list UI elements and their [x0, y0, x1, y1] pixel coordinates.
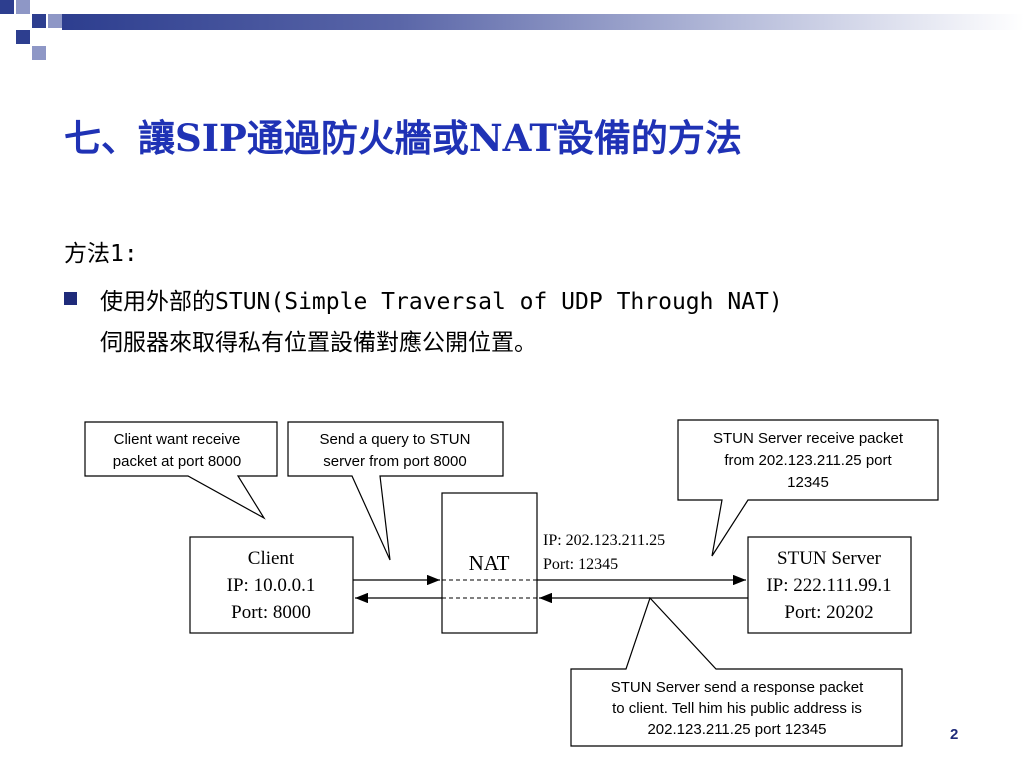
callout-query-line1: Send a query to STUN [320, 431, 471, 448]
stun-server-box [747, 536, 912, 634]
method-label: 方法1: [64, 241, 138, 267]
bullet-text-line2: 伺服器來取得私有位置設備對應公開位置。 [100, 330, 537, 356]
callout-stun-receive-line2: from 202.123.211.25 port [724, 452, 892, 469]
header-gradient-bar [62, 14, 1024, 30]
deco-square [16, 0, 30, 14]
client-port: Port: 8000 [231, 602, 311, 623]
callout-stun-receive-shape [677, 419, 939, 557]
callout-client-shape [84, 421, 278, 520]
callout-client-line1: Client want receive [114, 431, 241, 448]
callout-response-line1: STUN Server send a response packet [611, 679, 864, 696]
callout-response-shape [570, 596, 903, 747]
stun-server-ip: IP: 222.111.99.1 [766, 575, 891, 596]
bullet-text-line1: 使用外部的STUN(Simple Traversal of UDP Throug… [100, 289, 783, 315]
client-box [189, 536, 354, 634]
client-ip: IP: 10.0.0.1 [227, 575, 316, 596]
public-ip: IP: 202.123.211.25 [543, 532, 665, 549]
public-port: Port: 12345 [543, 556, 618, 573]
stun-server-port: Port: 20202 [784, 602, 873, 623]
deco-square [16, 30, 30, 44]
callout-response-line2: to client. Tell him his public address i… [612, 700, 862, 717]
deco-square [0, 0, 14, 14]
page-number: 2 [950, 726, 959, 743]
slide-title: 七、讓SIP通過防火牆或NAT設備的方法 [64, 116, 742, 160]
client-name: Client [248, 548, 295, 569]
nat-box [441, 492, 538, 634]
deco-square [32, 14, 46, 28]
nat-label: NAT [469, 551, 510, 575]
callout-query-shape [287, 421, 504, 561]
callout-query-line2: server from port 8000 [323, 453, 466, 470]
callout-stun-receive-line1: STUN Server receive packet [713, 430, 904, 447]
bullet-square-icon [64, 292, 77, 305]
callout-client-line2: packet at port 8000 [113, 453, 241, 470]
header-decoration [0, 0, 1024, 62]
deco-square [48, 14, 62, 28]
callout-stun-receive-line3: 12345 [787, 474, 829, 491]
deco-square [32, 46, 46, 60]
stun-server-name: STUN Server [777, 548, 882, 569]
callout-response-line3: 202.123.211.25 port 12345 [647, 721, 826, 738]
